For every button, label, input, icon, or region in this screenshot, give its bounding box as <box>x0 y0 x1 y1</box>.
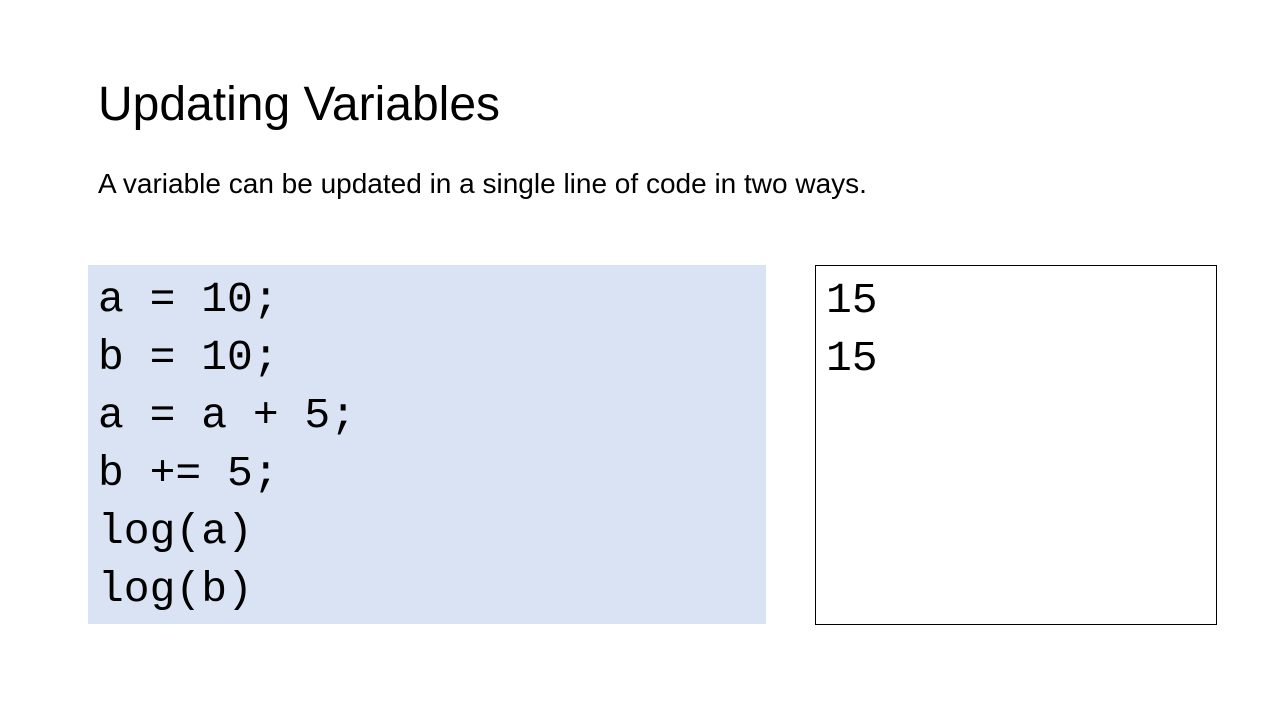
output-panel: 15 15 <box>815 265 1217 625</box>
output-line: 15 <box>826 276 878 325</box>
slide-subtitle: A variable can be updated in a single li… <box>98 168 867 199</box>
output-line: 15 <box>826 334 878 383</box>
code-line: log(b) <box>98 565 253 614</box>
code-line: a = a + 5; <box>98 391 357 440</box>
code-line: b = 10; <box>98 333 279 382</box>
code-line: log(a) <box>98 507 253 556</box>
code-line: a = 10; <box>98 275 279 324</box>
code-block: a = 10; b = 10; a = a + 5; b += 5; log(a… <box>88 265 766 624</box>
slide-title: Updating Variables <box>98 78 501 131</box>
code-line: b += 5; <box>98 449 279 498</box>
